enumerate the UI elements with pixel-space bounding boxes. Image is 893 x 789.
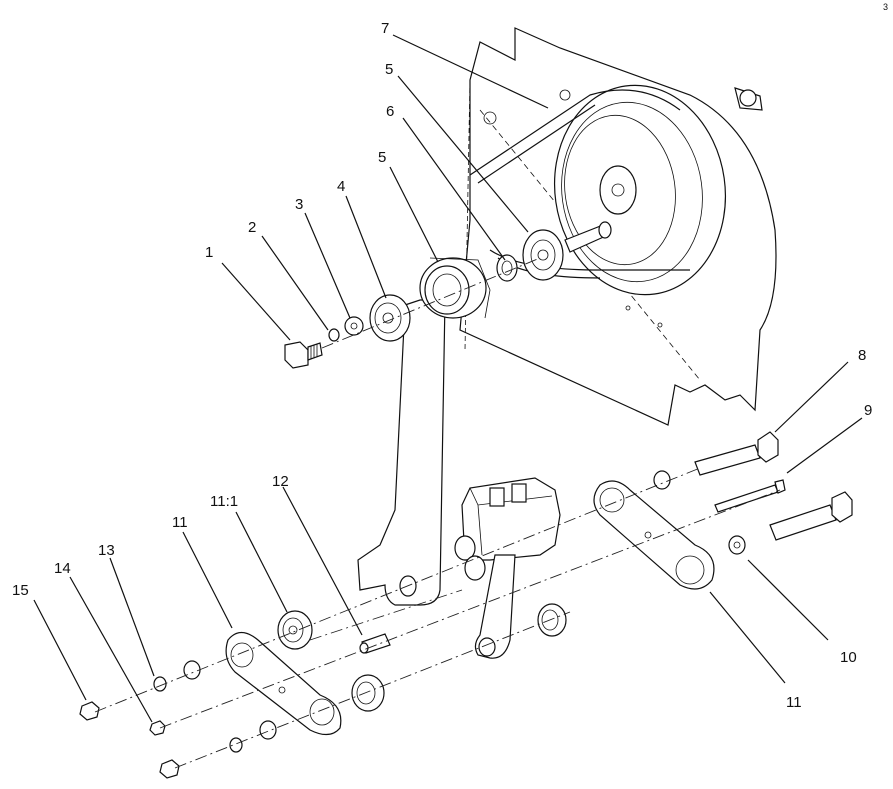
idler-bearing-6-5 bbox=[496, 221, 612, 282]
bolt-1 bbox=[284, 341, 323, 369]
bolt-right-lower bbox=[769, 491, 853, 541]
callout-9: 9 bbox=[864, 402, 872, 419]
callout-7: 7 bbox=[381, 20, 389, 37]
callout-15: 15 bbox=[12, 582, 29, 599]
callout-2: 2 bbox=[248, 219, 256, 236]
bolt-9 bbox=[714, 479, 786, 513]
link-11-left bbox=[225, 631, 342, 736]
leader-lines bbox=[33, 34, 863, 723]
link-11-right bbox=[593, 480, 715, 590]
bearing-lower-left bbox=[351, 674, 385, 712]
callout-6: 6 bbox=[386, 103, 394, 120]
callout-10: 10 bbox=[840, 649, 857, 666]
nut-15 bbox=[79, 701, 180, 779]
engagement-bracket bbox=[454, 477, 561, 659]
axis-lines-lower bbox=[94, 467, 781, 769]
callout-12: 12 bbox=[272, 473, 289, 490]
callout-8: 8 bbox=[858, 347, 866, 364]
callout-1: 1 bbox=[205, 244, 213, 261]
corner-mark: 3 bbox=[883, 2, 888, 12]
callout-5-lower: 5 bbox=[378, 149, 386, 166]
washer-3 bbox=[344, 316, 364, 336]
callout-11-right: 11 bbox=[786, 694, 802, 711]
callout-13: 13 bbox=[98, 542, 115, 559]
callout-4: 4 bbox=[337, 178, 345, 195]
washer-2 bbox=[328, 328, 340, 342]
washer-10 bbox=[728, 535, 746, 555]
callout-3: 3 bbox=[295, 196, 303, 213]
axis-line-upper bbox=[321, 257, 541, 349]
spacer-12 bbox=[359, 633, 391, 654]
callout-11-1: 11:1 bbox=[210, 493, 238, 510]
idler-arm bbox=[357, 257, 491, 606]
bearing-4 bbox=[369, 294, 411, 342]
bolt-8 bbox=[653, 431, 779, 490]
callout-14: 14 bbox=[54, 560, 71, 577]
callout-5-upper: 5 bbox=[385, 61, 393, 78]
callout-11-left: 11 bbox=[172, 514, 188, 531]
bearing-lower-mid bbox=[537, 603, 567, 637]
washer-13 bbox=[153, 660, 277, 753]
large-pulley bbox=[553, 84, 763, 296]
callout-labels: 1 2 3 4 5 7 5 6 8 9 10 11 11:1 12 11 13 … bbox=[12, 2, 888, 711]
nut-14 bbox=[149, 720, 166, 736]
bearing-11-1 bbox=[277, 610, 313, 650]
